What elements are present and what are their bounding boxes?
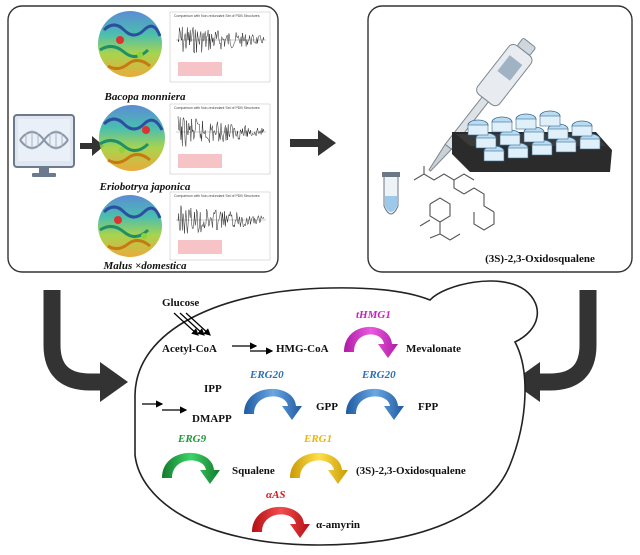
pathway: Glucose Acetyl-CoA HMG-CoA tHMG1 Mevalon… [142, 297, 466, 538]
substrate-label: (3S)-2,3-Oxidosqualene [485, 253, 595, 265]
enzyme-aas: αAS [266, 489, 286, 501]
ramachandran-plot-3: Comparison with Non-redundant Set of PDB… [169, 191, 271, 261]
species-label-3: Malus ×domestica [103, 260, 187, 272]
monitor-to-model-arrow [80, 136, 104, 156]
glucose-label: Glucose [162, 297, 199, 309]
enzyme-erg20-1: ERG20 [249, 369, 284, 381]
right-curved-arrow [512, 290, 597, 402]
ipp-label: IPP [204, 383, 222, 395]
tube-icon [382, 172, 400, 215]
fpp-label: FPP [418, 401, 438, 413]
left-curved-arrow [43, 290, 128, 402]
enzyme-erg20-2: ERG20 [361, 369, 396, 381]
panel-to-panel-arrow [290, 130, 336, 156]
plot-trace [177, 26, 265, 54]
erg1-arc-arrow [290, 452, 348, 484]
gpp-label: GPP [316, 401, 338, 413]
aas-arc-arrow [252, 506, 310, 538]
oxidosqualene-structure [413, 166, 495, 241]
protein-structure-1 [98, 11, 162, 77]
erg9-arc-arrow [162, 452, 220, 484]
plot-trace [177, 116, 265, 147]
protein-modeling-panel: Comparison with Non-redundant Set of PDB… [7, 5, 279, 273]
enzyme-thmg1: tHMG1 [356, 309, 391, 321]
yeast-cell [134, 280, 539, 546]
plot-caption-1: Comparison with Non-redundant Set of PDB… [174, 14, 260, 18]
enzyme-erg1: ERG1 [303, 433, 332, 445]
protein-structure-3 [98, 195, 162, 257]
plot-caption-2: Comparison with Non-redundant Set of PDB… [174, 106, 260, 110]
acetyl-coa-label: Acetyl-CoA [162, 343, 217, 355]
hmg-coa-label: HMG-CoA [276, 343, 329, 355]
plot-trace [177, 205, 265, 234]
species-label-2: Eriobotrya japonica [99, 181, 191, 193]
oxidosqualene-label: (3S)-2,3-Oxidosqualene [356, 465, 466, 477]
ramachandran-plot-1: Comparison with Non-redundant Set of PDB… [169, 11, 271, 83]
mevalonate-label: Mevalonate [406, 343, 461, 355]
erg20-arc-arrow-2 [346, 388, 404, 420]
amyrin-label: α-amyrin [316, 519, 360, 531]
dmapp-label: DMAPP [192, 413, 232, 425]
ramachandran-plot-2: Comparison with Non-redundant Set of PDB… [169, 103, 271, 175]
enzyme-erg9: ERG9 [177, 433, 207, 445]
monitor-dna-icon [13, 114, 75, 177]
protein-structure-2 [99, 105, 165, 171]
glucose-arrows [173, 312, 211, 336]
erg20-arc-arrow-1 [244, 388, 302, 420]
plot-caption-3: Comparison with Non-redundant Set of PDB… [174, 194, 260, 198]
thmg1-arc-arrow [344, 326, 398, 358]
wet-lab-panel: (3S)-2,3-Oxidosqualene [367, 5, 633, 273]
squalene-label: Squalene [232, 465, 275, 477]
species-label-1: Bacopa monniera [104, 91, 186, 103]
well-plate-icon [452, 110, 612, 172]
